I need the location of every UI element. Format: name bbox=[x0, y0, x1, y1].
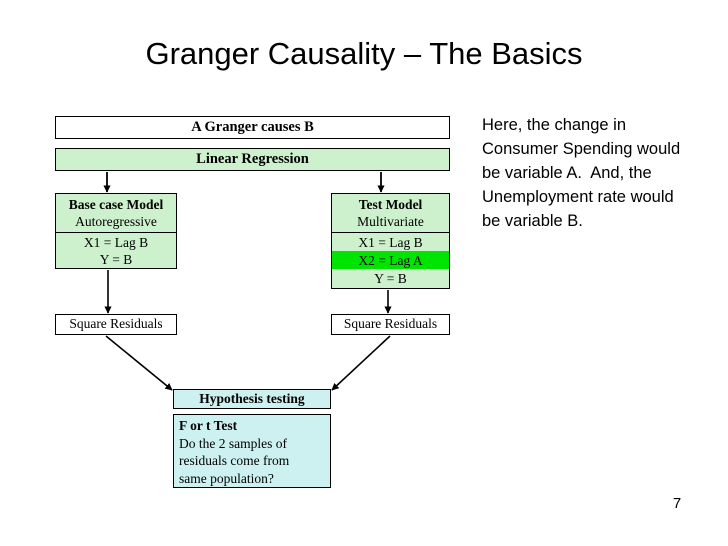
base-case-equation-1: X1 = Lag B bbox=[83, 235, 149, 250]
hypothesis-test-heading: F or t Test bbox=[179, 418, 238, 433]
hypothesis-testing-title-box: Hypothesis testing bbox=[173, 389, 331, 409]
base-case-model-equations: X1 = Lag B Y = B bbox=[56, 233, 176, 269]
base-case-model-title: Base case Model bbox=[68, 197, 164, 212]
base-case-model-box: Base case Model Autoregressive X1 = Lag … bbox=[55, 193, 177, 269]
side-note-line-2: Consumer Spending would bbox=[482, 140, 681, 158]
side-note-line-5: be variable B. bbox=[482, 212, 583, 230]
hypothesis-body-line-1: Do the 2 samples of bbox=[179, 435, 287, 451]
test-model-subtitle: Multivariate bbox=[357, 214, 424, 229]
linear-regression-box: Linear Regression bbox=[55, 148, 450, 171]
side-note-line-1: Here, the change in bbox=[482, 116, 627, 134]
square-residuals-right-box: Square Residuals bbox=[331, 314, 450, 335]
test-model-equation-3: Y = B bbox=[374, 270, 407, 286]
test-model-title: Test Model bbox=[358, 197, 423, 212]
test-model-equation-2-highlighted: X2 = Lag A bbox=[332, 251, 449, 269]
base-case-equation-2: Y = B bbox=[99, 252, 133, 267]
side-note-line-3: be variable A. And, the bbox=[482, 164, 652, 182]
test-model-equation-1: X1 = Lag B bbox=[358, 234, 423, 250]
side-note-line-4: Unemployment rate would bbox=[482, 188, 674, 206]
hypothesis-testing-body-box: F or t Test Do the 2 samples of residual… bbox=[173, 414, 331, 488]
base-case-model-subtitle: Autoregressive bbox=[75, 214, 157, 229]
page-number: 7 bbox=[672, 495, 682, 512]
hypothesis-body-line-2: residuals come from bbox=[179, 453, 290, 468]
side-note-text: Here, the change in Consumer Spending wo… bbox=[482, 113, 728, 233]
test-model-box: Test Model Multivariate X1 = Lag B X2 = … bbox=[331, 193, 450, 289]
granger-causes-box: A Granger causes B bbox=[55, 116, 450, 139]
base-case-model-header: Base case Model Autoregressive bbox=[56, 194, 176, 233]
page-title: Granger Causality – The Basics bbox=[145, 36, 583, 71]
hypothesis-body-line-3: same population? bbox=[179, 470, 274, 486]
test-model-header: Test Model Multivariate bbox=[332, 194, 449, 233]
square-residuals-left-box: Square Residuals bbox=[55, 314, 177, 335]
